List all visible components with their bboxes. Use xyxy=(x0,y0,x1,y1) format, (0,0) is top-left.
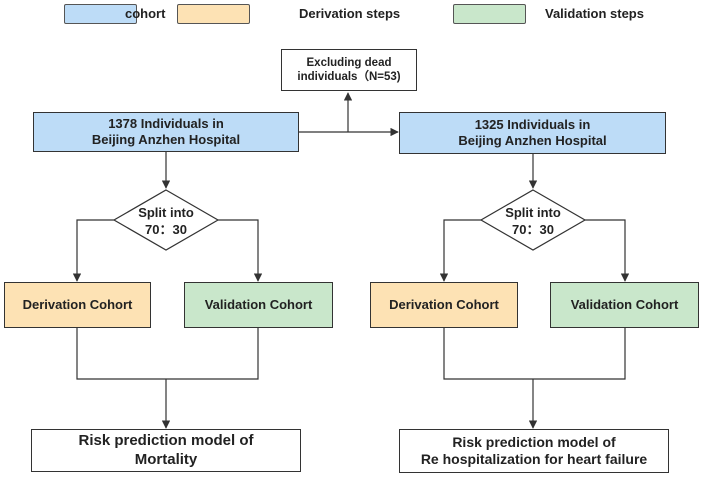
right-split-to-derivation-arrow xyxy=(439,219,481,282)
left-validation-cohort-label: Validation Cohort xyxy=(204,296,313,312)
right-cohort-box: 1325 Individuals in Beijing Anzhen Hospi… xyxy=(399,112,666,154)
legend-label-validation: Validation steps xyxy=(545,6,644,21)
left-split-to-validation-arrow xyxy=(218,219,263,282)
exclusion-box: Excluding dead individuals（N=53) xyxy=(281,49,417,91)
left-cohort-box: 1378 Individuals in Beijing Anzhen Hospi… xyxy=(33,112,299,152)
right-validation-merge-line xyxy=(533,328,626,380)
right-derivation-merge-line xyxy=(443,328,533,380)
left-model-line-1: Risk prediction model of xyxy=(78,431,254,449)
right-model-line-1: Risk prediction model of xyxy=(452,433,616,450)
legend-label-cohort: cohort xyxy=(125,6,166,21)
right-derivation-cohort-label: Derivation Cohort xyxy=(389,296,499,312)
left-split-line-2: 70：30 xyxy=(145,221,187,237)
right-split-to-validation-arrow xyxy=(585,219,630,282)
legend-swatch-cohort xyxy=(64,4,137,24)
left-derivation-merge-line xyxy=(76,328,166,380)
left-derivation-cohort-label: Derivation Cohort xyxy=(22,296,133,312)
right-split-label: Split into 70：30 xyxy=(485,205,581,239)
left-validation-merge-line xyxy=(166,328,259,380)
right-split-line-2: 70：30 xyxy=(512,221,554,237)
left-split-label: Split into 70：30 xyxy=(118,205,214,239)
left-model-box: Risk prediction model of Mortality xyxy=(31,429,301,472)
left-validation-cohort-box: Validation Cohort xyxy=(184,282,333,328)
right-split-diamond xyxy=(479,189,587,251)
legend-label-derivation: Derivation steps xyxy=(299,6,401,21)
left-derivation-cohort-box: Derivation Cohort xyxy=(4,282,151,328)
right-model-line-2: Re hospitalization for heart failure xyxy=(420,451,648,467)
exclusion-line-2: individuals（N=53) xyxy=(297,71,401,83)
right-cohort-line-1: 1325 Individuals in xyxy=(474,116,591,132)
legend-swatch-derivation xyxy=(177,4,250,24)
right-derivation-cohort-box: Derivation Cohort xyxy=(370,282,518,328)
right-cohort-line-2: Beijing Anzhen Hospital xyxy=(458,133,607,148)
right-model-box: Risk prediction model of Re hospitalizat… xyxy=(399,429,669,473)
left-cohort-line-1: 1378 Individuals in xyxy=(108,115,224,131)
legend-swatch-validation xyxy=(453,4,526,24)
left-model-line-2: Mortality xyxy=(134,450,198,468)
left-cohort-line-2: Beijing Anzhen Hospital xyxy=(91,132,241,147)
left-split-diamond xyxy=(112,189,220,251)
right-validation-cohort-box: Validation Cohort xyxy=(550,282,699,328)
left-split-to-derivation-arrow xyxy=(72,219,114,282)
right-split-line-1: Split into xyxy=(505,205,561,220)
left-split-line-1: Split into xyxy=(138,205,194,220)
exclusion-line-1: Excluding dead xyxy=(306,56,392,69)
right-validation-cohort-label: Validation Cohort xyxy=(570,296,679,312)
